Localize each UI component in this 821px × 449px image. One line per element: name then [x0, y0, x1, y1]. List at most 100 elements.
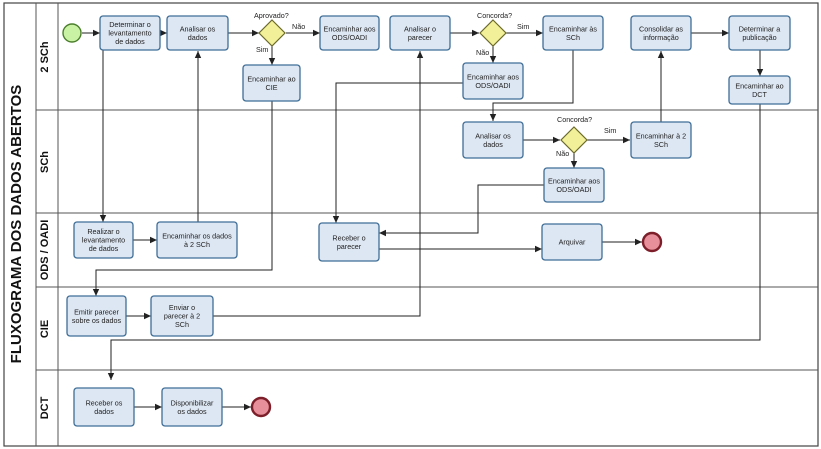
- gateway-no-label: Não: [292, 22, 305, 31]
- task-box: [630, 15, 692, 51]
- task-box: [462, 62, 524, 100]
- gateway-yes-label: Sim: [604, 126, 616, 135]
- gateway-question-label: Concorda?: [557, 115, 592, 124]
- task-label-line: Emitir parecer: [74, 307, 119, 316]
- task-label-line: parecer à 2: [164, 312, 200, 321]
- lane-label-cie: CIE: [39, 320, 51, 338]
- task-label-line: Disponibilizar: [171, 398, 214, 407]
- flow-encaminhar-dct-to-receber-dados: [107, 104, 761, 380]
- task-label-line: publicação: [742, 33, 776, 42]
- flow-encaminhar-ods2-to-receber-parecer: [379, 184, 544, 237]
- diagram-title: FLUXOGRAMA DOS DADOS ABERTOS: [8, 85, 25, 364]
- gateway-no-label: Não: [476, 48, 489, 57]
- task-label-line: Encaminhar aos: [548, 176, 600, 185]
- diagram-frame: [3, 2, 819, 447]
- gateway-g1: Aprovado? Sim Não: [254, 11, 305, 54]
- lane-label-2sch: 2 SCh: [39, 41, 51, 72]
- task-box: [462, 121, 524, 159]
- task-label-line: de dados: [115, 37, 145, 46]
- task-label-line: levantamento: [82, 236, 125, 245]
- task-label-line: de dados: [89, 244, 119, 253]
- task-box: [156, 221, 238, 259]
- task-label-line: Encaminhar ao: [247, 74, 295, 83]
- task-label-line: Enviar o: [169, 303, 195, 312]
- task-box: [319, 15, 380, 51]
- task-box: [73, 387, 135, 427]
- task-label-line: Analisar o: [404, 24, 436, 33]
- lane-label-ods-oadi: ODS / OADI: [39, 220, 51, 281]
- gateway-diamond: [258, 19, 286, 47]
- task-box: [242, 64, 301, 102]
- task-label-line: CIE: [266, 83, 278, 92]
- task-box: [66, 295, 127, 337]
- end-event-arquivar: [641, 231, 663, 253]
- gateway-yes-label: Sim: [256, 45, 268, 54]
- task-label-line: os dados: [177, 407, 207, 416]
- task-box: [542, 15, 604, 51]
- flow-determinar-to-realizar: [99, 49, 130, 222]
- flow-encaminhar-sch-to-analisar-dados: [489, 50, 574, 121]
- task-label-line: SCh: [654, 140, 668, 149]
- task-box: [543, 167, 605, 203]
- task-label-line: parecer: [408, 33, 433, 42]
- task-box: [728, 15, 791, 51]
- gateway-no-label: Não: [556, 149, 569, 158]
- task-label-line: Receber o: [332, 233, 365, 242]
- task-label-line: parecer: [337, 242, 362, 251]
- task-label-line: Determinar o: [109, 20, 151, 29]
- task-box: [541, 223, 603, 261]
- flow-encaminhar-ods-to-receber-parecer: [332, 82, 463, 223]
- task-label-line: dados: [94, 407, 114, 416]
- task-label-line: levantamento: [108, 29, 151, 38]
- task-label-line: dados: [188, 33, 208, 42]
- task-label-line: Determinar a: [739, 24, 781, 33]
- task-label-line: SCh: [566, 33, 580, 42]
- task-label-line: Encaminhar ao: [735, 81, 783, 90]
- task-t17: Arquivar: [541, 223, 603, 261]
- task-box: [99, 15, 161, 51]
- task-label-line: Consolidar as: [639, 24, 683, 33]
- task-label-line: SCh: [175, 320, 189, 329]
- task-label-line: dados: [483, 140, 503, 149]
- gateway-question-label: Concorda?: [477, 11, 512, 20]
- task-label-line: Encaminhar aos: [467, 72, 519, 81]
- flow-encaminhar-cie-to-emitir: [92, 101, 273, 296]
- end-event-disponibilizar: [250, 396, 272, 418]
- gateway-diamond: [560, 126, 588, 154]
- task-label-line: Realizar o: [87, 227, 119, 236]
- gateway-question-label: Aprovado?: [254, 11, 289, 20]
- task-label-line: sobre os dados: [72, 316, 122, 325]
- task-label-line: ODS/OADI: [556, 185, 591, 194]
- task-label-line: Arquivar: [559, 238, 586, 247]
- task-label-line: Encaminhar à 2: [636, 131, 686, 140]
- task-box: [728, 75, 791, 105]
- task-box: [389, 15, 451, 51]
- task-box: [161, 387, 223, 427]
- task-box: [630, 121, 692, 159]
- task-box: [150, 295, 214, 337]
- task-label-line: ODS/OADI: [332, 33, 367, 42]
- sequence-flows: [82, 29, 764, 411]
- lane-label-sch: SCh: [39, 151, 51, 173]
- flow-enviar-to-analisar-parecer: [213, 51, 424, 317]
- task-label-line: Analisar os: [475, 131, 511, 140]
- task-box: [166, 15, 229, 51]
